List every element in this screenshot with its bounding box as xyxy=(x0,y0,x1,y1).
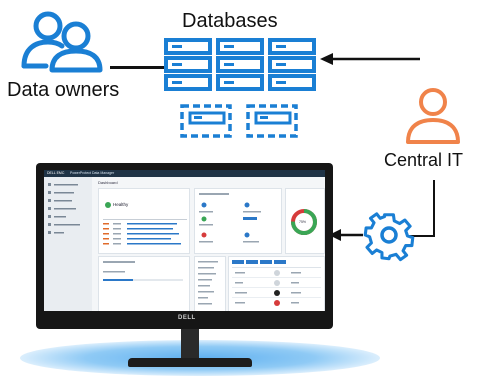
central-it-label: Central IT xyxy=(384,150,464,170)
storage-panel xyxy=(98,256,190,311)
monitor-base xyxy=(128,358,252,367)
it-horizontal-connector xyxy=(410,235,435,237)
healthy-check-icon xyxy=(105,202,111,208)
database-server-icon xyxy=(162,36,322,144)
app-brand: DELL EMC xyxy=(47,171,65,175)
central-it-icon xyxy=(403,84,463,146)
jobs-list xyxy=(194,256,226,311)
databases-label: Databases xyxy=(182,10,278,32)
compliance-table xyxy=(228,256,325,311)
it-down-connector xyxy=(433,180,435,236)
page-title: Dashboard xyxy=(98,180,118,185)
owners-db-connector xyxy=(110,66,166,69)
health-status: Healthy xyxy=(113,202,129,207)
capacity-panel: 75% xyxy=(285,188,325,254)
gear-icon xyxy=(362,208,416,262)
donut-value: 75% xyxy=(299,220,307,224)
app-header: DELL EMC PowerProtect Data Manager xyxy=(44,170,325,177)
alerts-panel: Healthy xyxy=(98,188,190,254)
it-db-arrow xyxy=(320,52,420,66)
app-title: PowerProtect Data Manager xyxy=(70,171,115,175)
data-owners-label: Data owners xyxy=(7,79,120,101)
data-owners-icon xyxy=(18,8,106,74)
monitor-stand xyxy=(181,328,199,366)
monitor-screen: DELL EMC PowerProtect Data Manager Dashb… xyxy=(44,170,325,311)
activity-panel xyxy=(194,188,282,254)
app-sidebar[interactable] xyxy=(44,177,92,311)
gear-monitor-arrow xyxy=(329,228,363,242)
monitor-logo: DELL xyxy=(178,315,196,321)
